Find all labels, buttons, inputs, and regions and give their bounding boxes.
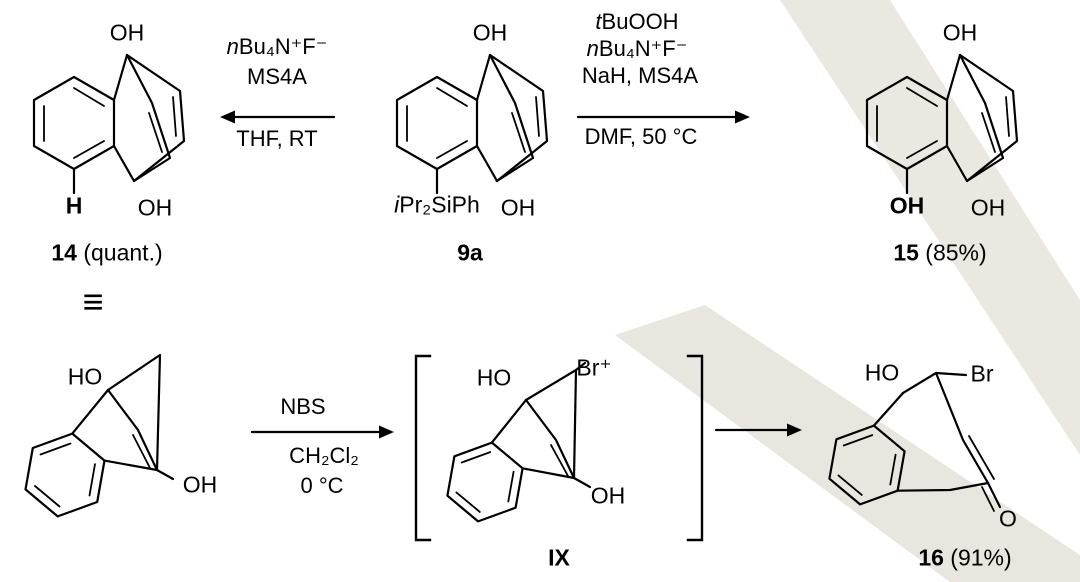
structure-16-br-label: Br — [970, 360, 994, 387]
structure-15-oh-bottom-right-label: OH — [970, 194, 1006, 221]
nbs-arrow-solvent: CH₂Cl₂ — [289, 442, 359, 468]
intermediate-ix-caption: IX — [548, 545, 570, 570]
left-arrow-reagent-1-rest: Bu₄N⁺F⁻ — [238, 33, 328, 59]
structure-16-skeleton — [828, 371, 1002, 512]
bracket-right — [686, 354, 704, 542]
structure-9a-oh-bottom-label: OH — [500, 194, 536, 221]
structure-9a-silyl-rest: Pr₂SiPh — [399, 191, 480, 218]
bracket-left — [414, 354, 432, 542]
left-arrow-reagent-1-italic: n — [226, 33, 239, 59]
reaction-arrow-nbs-head — [379, 425, 394, 439]
structure-14-redrawn-oh-label: OH — [182, 471, 218, 498]
compound-9a-caption: 9a — [457, 240, 483, 265]
structure-14-redrawn-ho-label: HO — [67, 363, 103, 390]
right-arrow-reagent-2-italic: n — [586, 35, 599, 61]
structure-15-oh-top-label: OH — [942, 19, 978, 46]
structure-16-ho-label: HO — [864, 359, 900, 386]
left-arrow-conditions: THF, RT — [236, 125, 318, 151]
compound-16-yield: (91%) — [943, 544, 1012, 571]
compound-15-yield: (85%) — [918, 239, 987, 266]
structure-14-h-label: H — [65, 192, 83, 219]
intermediate-ix-id: IX — [548, 544, 570, 571]
left-arrow-reagent-1: nBu₄N⁺F⁻ — [226, 33, 328, 59]
compound-14-caption: 14 (quant.) — [51, 240, 162, 265]
intermediate-ix-br-label: Br⁺ — [576, 354, 612, 381]
reaction-arrow-right-head — [735, 110, 750, 124]
watermark-band-upper — [780, 0, 1080, 455]
intermediate-ix-skeleton — [446, 361, 592, 523]
structure-16-o-label: O — [999, 505, 1017, 532]
compound-14-id: 14 — [51, 239, 77, 266]
structure-15-oh-bottom-left-label: OH — [889, 192, 925, 219]
compound-14-yield: (quant.) — [76, 239, 163, 266]
right-arrow-reagent-1-italic: t — [595, 8, 602, 34]
structure-14-redrawn-bonds — [24, 353, 175, 518]
right-arrow-reagent-1: tBuOOH — [595, 8, 679, 34]
structure-14-oh-bottom-label: OH — [137, 194, 173, 221]
compound-15-caption: 15 (85%) — [893, 240, 986, 265]
reaction-arrow-left-head — [220, 110, 235, 124]
right-arrow-conditions: DMF, 50 °C — [584, 123, 698, 149]
structure-9a-silyl-label: iPr₂SiPh — [394, 192, 480, 217]
right-arrow-reagent-3: NaH, MS4A — [581, 62, 699, 88]
nbs-arrow-temp: 0 °C — [300, 472, 344, 498]
structure-15-bonds — [865, 53, 1019, 195]
structure-9a-silyl-italic: i — [394, 191, 400, 218]
compound-16-caption: 16 (91%) — [918, 545, 1011, 570]
compound-9a-id: 9a — [457, 239, 483, 266]
intermediate-ix-oh-label: OH — [590, 482, 626, 509]
left-arrow-reagent-2: MS4A — [247, 63, 307, 89]
structure-16-bonds — [828, 371, 1002, 512]
right-arrow-reagent-1-rest: BuOOH — [601, 8, 679, 34]
equivalence-symbol: ≡ — [82, 281, 104, 323]
intermediate-ix-ho-label: HO — [476, 364, 512, 391]
right-arrow-reagent-2: nBu₄N⁺F⁻ — [586, 35, 688, 61]
compound-16-id: 16 — [918, 544, 944, 571]
compound-15-id: 15 — [893, 239, 919, 266]
structure-14-redrawn-skeleton — [24, 353, 175, 518]
structure-9a-bonds — [395, 53, 549, 195]
reaction-arrow-final-head — [787, 423, 802, 437]
structure-9a-oh-top-label: OH — [472, 19, 508, 46]
nbs-arrow-reagent: NBS — [280, 393, 326, 419]
right-arrow-reagent-2-rest: Bu₄N⁺F⁻ — [598, 35, 688, 61]
intermediate-ix-bonds — [446, 361, 592, 523]
structure-14-oh-top-label: OH — [109, 19, 145, 46]
